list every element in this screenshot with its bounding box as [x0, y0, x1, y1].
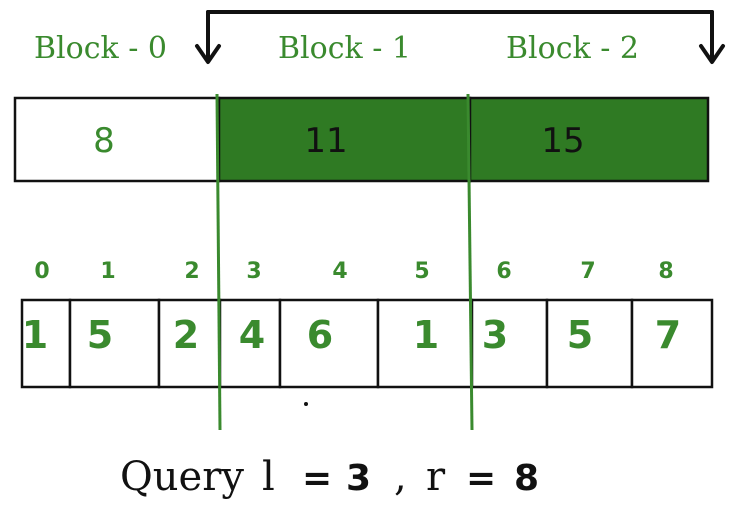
array-cell	[470, 298, 549, 389]
block-divider-line	[466, 93, 474, 431]
query-comma: ,	[394, 454, 407, 500]
block-sum-1: 11	[304, 121, 347, 161]
index-label: 1	[100, 259, 115, 284]
block-label-0: Block - 0	[34, 31, 167, 66]
query-l-label: l	[262, 454, 275, 500]
array-value: 6	[307, 313, 333, 357]
array-cell	[157, 298, 222, 389]
block-sum-2: 15	[541, 121, 584, 161]
index-label: 6	[496, 259, 511, 284]
index-label: 5	[414, 259, 429, 284]
array-value: 2	[173, 313, 199, 357]
index-label: 2	[184, 259, 199, 284]
block-divider-line	[215, 93, 222, 431]
array-row	[20, 298, 714, 389]
block-arrow-connector	[195, 10, 725, 64]
index-label: 0	[34, 259, 49, 284]
block-label-1: Block - 1	[278, 31, 411, 66]
array-cell	[68, 298, 161, 389]
query-l-value: 3	[346, 458, 371, 499]
array-value: 3	[482, 313, 508, 357]
arrow-right-head-icon	[699, 44, 725, 64]
query-line: Query l = 3 , r = 8	[120, 454, 539, 500]
index-row: 0 1 2 3 4 5 6 7 8	[34, 259, 673, 284]
index-label: 3	[246, 259, 261, 284]
array-value: 7	[655, 313, 681, 357]
block-box-0	[13, 96, 221, 183]
block-box-2	[468, 96, 710, 183]
block-dividers	[215, 93, 474, 431]
block-sums-row: 8 11 15	[13, 96, 710, 183]
index-label: 4	[332, 259, 347, 284]
stray-dot	[304, 402, 308, 406]
block-label-2: Block - 2	[506, 31, 639, 66]
array-value: 4	[239, 313, 265, 357]
index-label: 8	[658, 259, 673, 284]
index-label: 7	[580, 259, 595, 284]
block-box-1	[217, 96, 472, 183]
query-eq-1: =	[302, 458, 332, 499]
arrow-left-head-icon	[195, 44, 221, 64]
block-sum-0: 8	[93, 121, 115, 161]
array-value: 5	[87, 313, 113, 357]
array-value: 1	[413, 313, 439, 357]
array-cell	[278, 298, 380, 389]
query-r-label: r	[426, 454, 446, 500]
array-value: 1	[22, 313, 48, 357]
array-values: 1 5 2 4 6 1 3 5 7	[22, 313, 681, 357]
query-word: Query	[120, 454, 244, 500]
query-eq-2: =	[466, 458, 496, 499]
array-cell	[630, 298, 714, 389]
query-r-value: 8	[514, 458, 539, 499]
array-value: 5	[567, 313, 593, 357]
